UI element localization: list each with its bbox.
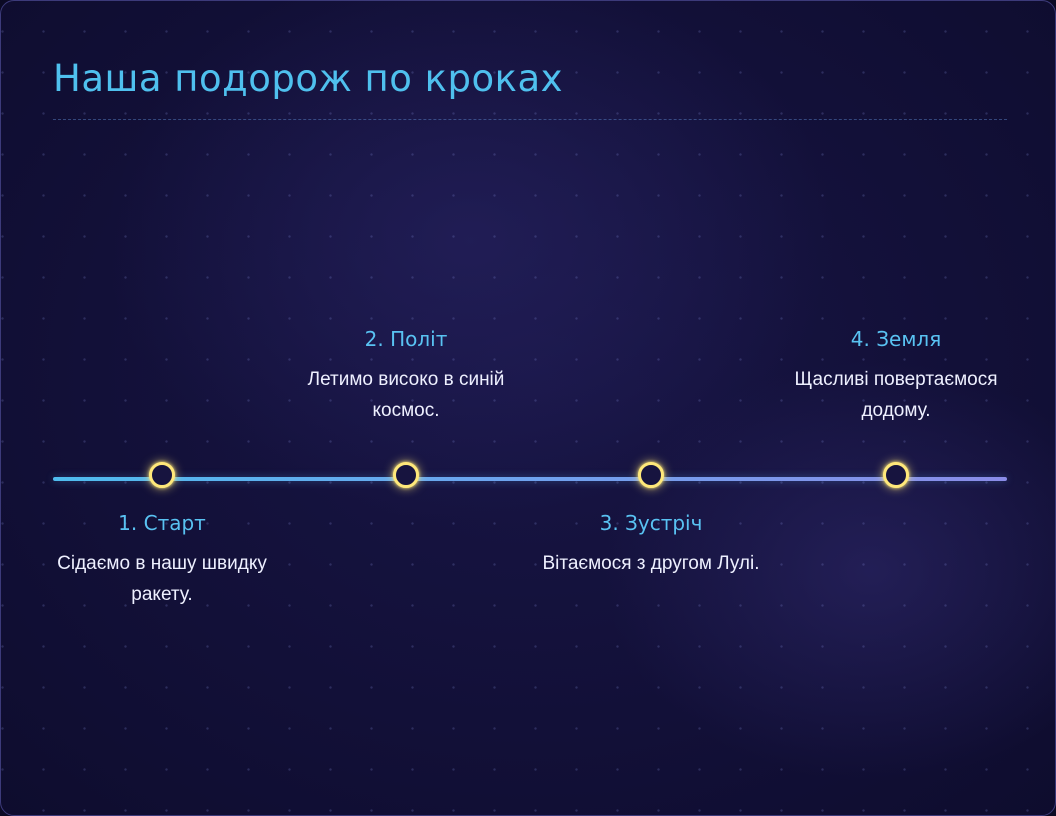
step-title: 1. Старт [118, 511, 206, 535]
page-title: Наша подорож по кроках [53, 57, 564, 100]
timeline-step-2: 2. Політ Летимо високо в синій космос. [291, 327, 521, 426]
step-description: Сідаємо в нашу швидку ракету. [57, 553, 267, 605]
timeline-track [53, 477, 1007, 481]
step-title: 4. Земля [850, 327, 942, 351]
timeline-step-4: 4. Земля Щасливі повертаємося додому. [776, 327, 1016, 426]
step-description: Вітаємося з другом Лулі. [542, 553, 760, 574]
timeline-node-3 [638, 462, 664, 488]
step-title: 2. Політ [364, 327, 448, 351]
timeline-node-2 [393, 462, 419, 488]
step-title: 3. Зустріч [599, 511, 703, 535]
step-description: Летимо високо в синій космос. [307, 369, 505, 421]
timeline-step-3: 3. Зустріч Вітаємося з другом Лулі. [511, 511, 791, 579]
timeline-node-4 [883, 462, 909, 488]
title-divider [53, 119, 1007, 120]
step-description: Щасливі повертаємося додому. [794, 369, 998, 421]
timeline-node-1 [149, 462, 175, 488]
timeline-step-1: 1. Старт Сідаємо в нашу швидку ракету. [32, 511, 292, 610]
